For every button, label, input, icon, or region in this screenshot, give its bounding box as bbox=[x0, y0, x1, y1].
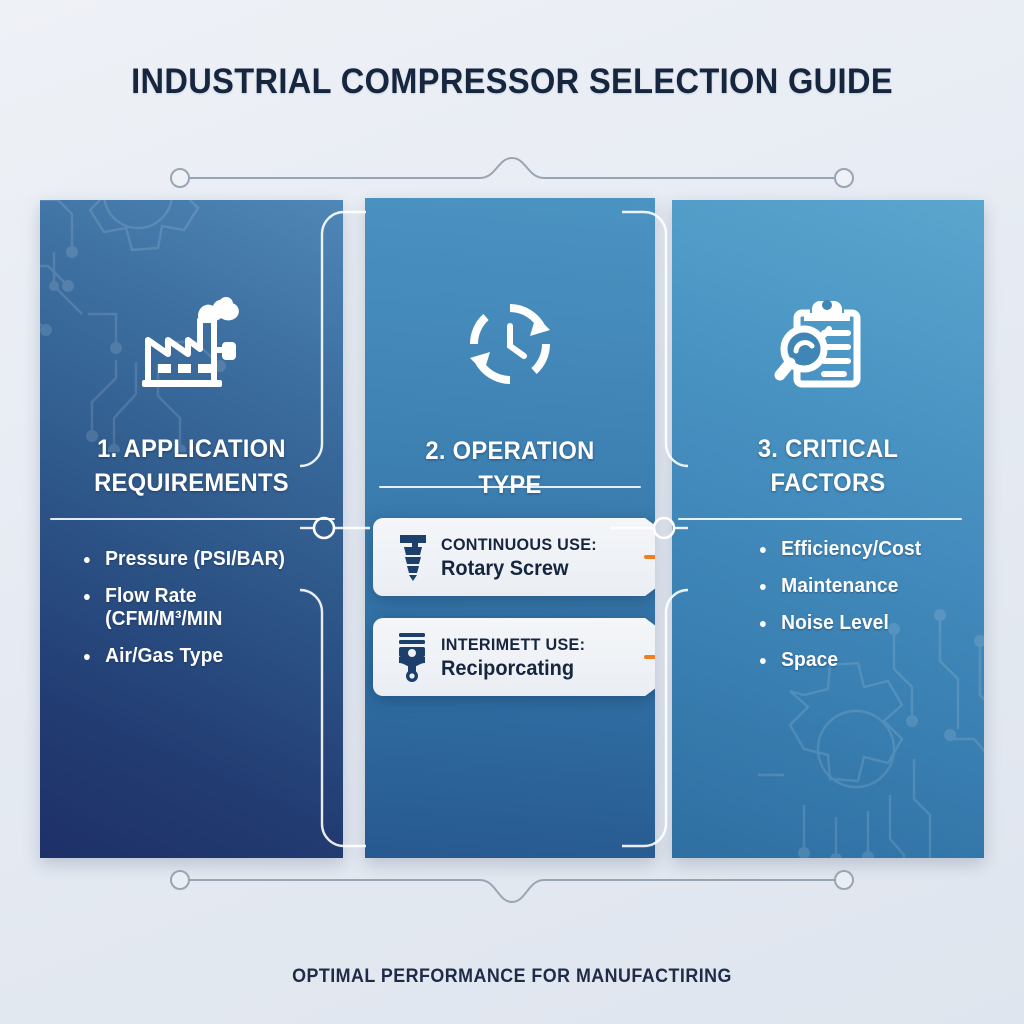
list-item: Noise Level bbox=[760, 612, 960, 635]
option-card-continuous-use[interactable]: CONTINUOUS USE: Rotary Screw bbox=[373, 518, 655, 596]
clipboard-search-icon bbox=[672, 286, 984, 398]
panel-3-heading-line-1: 3. CRITICAL bbox=[757, 435, 899, 463]
page-title: INDUSTRIAL COMPRESSOR SELECTION GUIDE bbox=[131, 62, 893, 101]
screw-icon bbox=[385, 533, 441, 581]
panel-1-bullet-list: Pressure (PSI/BAR) Flow Rate (CFM/M³/MIN… bbox=[84, 548, 327, 682]
top-rail-graphic bbox=[170, 156, 854, 188]
panel-critical-factors[interactable]: 3. CRITICAL FACTORS Efficiency/Cost Main… bbox=[672, 200, 984, 858]
operation-type-cards: CONTINUOUS USE: Rotary Screw bbox=[373, 518, 655, 718]
panel-2-heading: 2. OPERATION TYPE bbox=[393, 434, 627, 502]
panel-3-heading: 3. CRITICAL FACTORS bbox=[701, 432, 956, 500]
bottom-connector-rail bbox=[160, 862, 864, 908]
list-item: Air/Gas Type bbox=[84, 645, 317, 668]
piston-icon bbox=[385, 632, 441, 682]
panel-3-heading-line-2: FACTORS bbox=[770, 469, 886, 497]
footer-caption: OPTIMAL PERFORMANCE FOR MANUFACTIRING bbox=[292, 966, 732, 987]
arrow-right-icon bbox=[637, 544, 655, 570]
panel-1-divider bbox=[50, 518, 335, 520]
top-connector-rail bbox=[160, 152, 864, 198]
option-card-intermittent-use[interactable]: INTERIMETT USE: Reciporcating bbox=[373, 618, 655, 696]
list-item: Flow Rate (CFM/M³/MIN bbox=[84, 585, 317, 631]
list-item: Maintenance bbox=[760, 575, 960, 598]
factory-icon bbox=[40, 286, 343, 398]
panel-1-heading: 1. APPLICATION REQUIREMENTS bbox=[68, 432, 314, 500]
panel-application-requirements[interactable]: 1. APPLICATION REQUIREMENTS Pressure (PS… bbox=[40, 200, 343, 858]
list-item: Space bbox=[760, 649, 960, 672]
card-text-block: INTERIMETT USE: Reciporcating bbox=[441, 634, 627, 681]
panel-2-divider bbox=[379, 486, 641, 488]
card-kicker: CONTINUOUS USE: bbox=[441, 534, 597, 554]
panel-1-heading-line-2: REQUIREMENTS bbox=[94, 469, 289, 497]
panel-3-divider bbox=[678, 518, 962, 520]
panel-3-bullet-list: Efficiency/Cost Maintenance Noise Level … bbox=[760, 538, 968, 686]
bottom-rail-graphic bbox=[170, 870, 854, 904]
panel-operation-type[interactable]: 2. OPERATION TYPE bbox=[365, 198, 655, 858]
panel-2-heading-line-1: 2. OPERATION TYPE bbox=[425, 437, 595, 499]
panels-board: 1. APPLICATION REQUIREMENTS Pressure (PS… bbox=[40, 198, 984, 858]
arrow-right-icon bbox=[637, 644, 655, 670]
card-kicker: INTERIMETT USE: bbox=[441, 634, 586, 654]
clock-cycle-icon bbox=[365, 288, 655, 400]
list-item: Pressure (PSI/BAR) bbox=[84, 548, 317, 571]
card-value: Rotary Screw bbox=[441, 556, 569, 580]
panel-1-heading-line-1: 1. APPLICATION bbox=[97, 435, 286, 463]
list-item: Efficiency/Cost bbox=[760, 538, 960, 561]
card-value: Reciporcating bbox=[441, 656, 575, 680]
card-text-block: CONTINUOUS USE: Rotary Screw bbox=[441, 534, 627, 581]
